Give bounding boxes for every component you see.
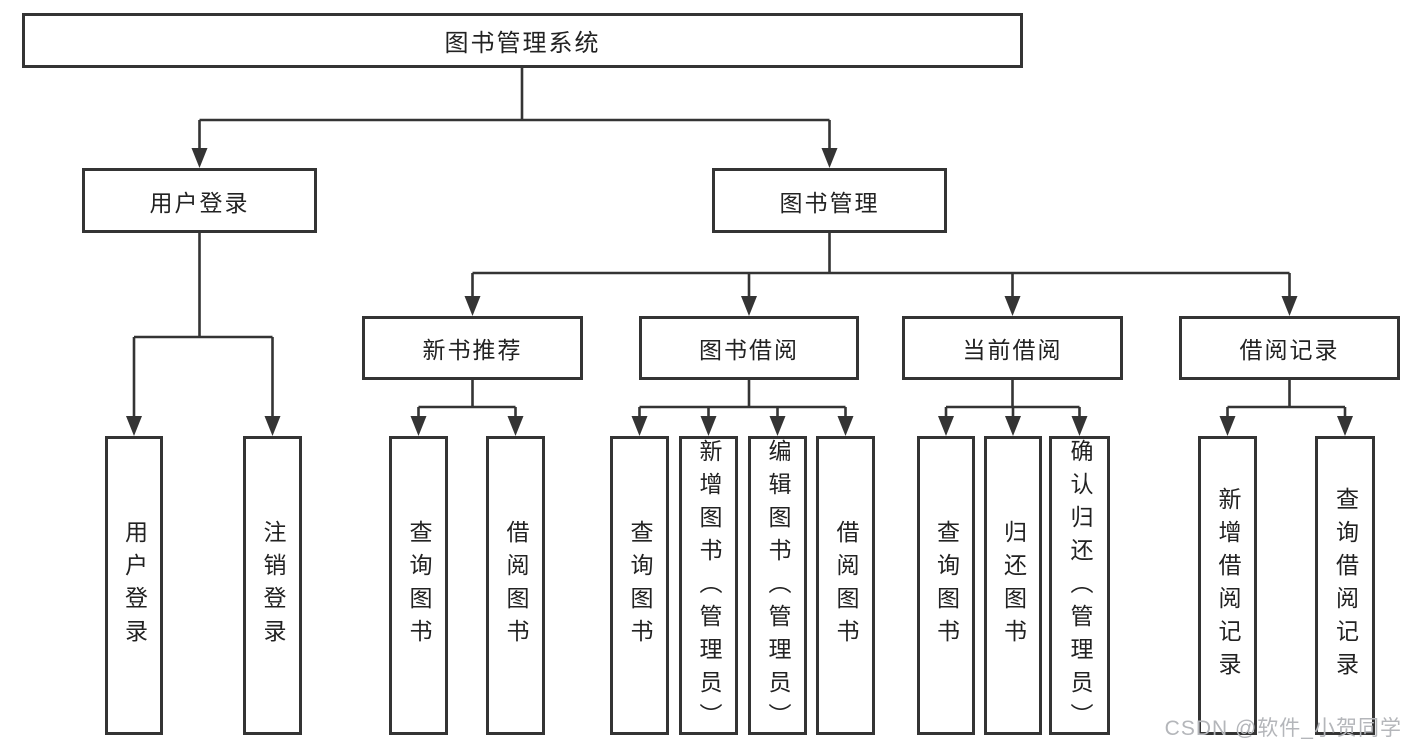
arrow-down-icon bbox=[410, 416, 427, 436]
node-label: 借阅记录 bbox=[1239, 337, 1340, 363]
node-label: 新书推荐 bbox=[422, 337, 523, 363]
node-book-borrow: 图书借阅 bbox=[639, 316, 859, 380]
node-label: 查询图书 bbox=[933, 519, 960, 652]
csdn-watermark: CSDN @软件_小贺同学 bbox=[1164, 717, 1402, 740]
node-label: 查询借阅记录 bbox=[1332, 486, 1359, 685]
node-new-book-recommend: 新书推荐 bbox=[362, 316, 583, 380]
arrow-down-icon bbox=[837, 416, 854, 436]
node-leaf-query-borrow-record: 查询借阅记录 bbox=[1315, 436, 1375, 735]
node-label: 用户登录 bbox=[121, 519, 148, 652]
node-current-borrow: 当前借阅 bbox=[902, 316, 1123, 380]
node-label: 新增图书（管理员） bbox=[696, 439, 722, 735]
arrow-down-icon bbox=[1337, 416, 1353, 436]
node-label: 图书管理系统 bbox=[444, 30, 601, 57]
node-leaf-confirm-return-admin: 确认归还（管理员） bbox=[1049, 436, 1110, 735]
node-leaf-borrow-books-1: 借阅图书 bbox=[486, 436, 545, 735]
connector-user-login-group bbox=[132, 233, 274, 418]
arrowheads bbox=[126, 148, 1353, 436]
arrow-down-icon bbox=[631, 416, 648, 436]
node-borrow-record: 借阅记录 bbox=[1179, 316, 1400, 380]
node-leaf-add-borrow-record: 新增借阅记录 bbox=[1198, 436, 1257, 735]
node-book-management: 图书管理 bbox=[712, 168, 947, 233]
node-label: 图书管理 bbox=[779, 189, 880, 216]
arrow-down-icon bbox=[769, 416, 786, 436]
arrow-down-icon bbox=[264, 416, 281, 436]
node-label: 当前借阅 bbox=[962, 337, 1063, 363]
arrow-down-icon bbox=[1219, 416, 1236, 436]
elbow-connectors bbox=[132, 68, 1347, 418]
node-label: 用户登录 bbox=[149, 189, 250, 216]
arrow-down-icon bbox=[1004, 296, 1021, 316]
arrow-down-icon bbox=[507, 416, 524, 436]
arrow-down-icon bbox=[191, 148, 208, 168]
arrow-down-icon bbox=[821, 148, 838, 168]
node-label: 查询图书 bbox=[627, 519, 653, 652]
node-label: 借阅图书 bbox=[833, 519, 859, 652]
connector-book-management-group bbox=[471, 233, 1291, 298]
node-label: 借阅图书 bbox=[503, 519, 529, 652]
node-library-management-system: 图书管理系统 bbox=[22, 13, 1023, 68]
node-leaf-return-books: 归还图书 bbox=[984, 436, 1042, 735]
node-leaf-query-books-1: 查询图书 bbox=[389, 436, 448, 735]
node-leaf-borrow-books-2: 借阅图书 bbox=[816, 436, 875, 735]
node-leaf-query-books-2: 查询图书 bbox=[610, 436, 669, 735]
arrow-down-icon bbox=[700, 416, 717, 436]
node-leaf-query-books-3: 查询图书 bbox=[917, 436, 975, 735]
arrow-down-icon bbox=[126, 416, 142, 436]
node-label: 图书借阅 bbox=[699, 337, 799, 363]
node-leaf-user-login: 用户登录 bbox=[105, 436, 163, 735]
node-label: 新增借阅记录 bbox=[1215, 486, 1241, 685]
node-leaf-add-books-admin: 新增图书（管理员） bbox=[679, 436, 738, 735]
connector-new-book-group bbox=[417, 380, 517, 418]
arrow-down-icon bbox=[1005, 416, 1021, 436]
arrow-down-icon bbox=[1071, 416, 1088, 436]
node-label: 归还图书 bbox=[1000, 519, 1027, 652]
node-label: 编辑图书（管理员） bbox=[765, 439, 791, 735]
node-leaf-edit-books-admin: 编辑图书（管理员） bbox=[748, 436, 807, 735]
node-label: 查询图书 bbox=[406, 519, 432, 652]
node-label: 确认归还（管理员） bbox=[1067, 439, 1093, 735]
connector-current-borrow-group bbox=[944, 380, 1081, 418]
arrow-down-icon bbox=[1281, 296, 1298, 316]
arrow-down-icon bbox=[741, 296, 757, 316]
connector-root bbox=[198, 68, 831, 150]
node-leaf-logout: 注销登录 bbox=[243, 436, 302, 735]
connector-book-borrow-group bbox=[638, 380, 847, 418]
node-user-login: 用户登录 bbox=[82, 168, 317, 233]
node-label: 注销登录 bbox=[260, 519, 286, 652]
arrow-down-icon bbox=[938, 416, 954, 436]
connector-borrow-record-group bbox=[1226, 380, 1347, 418]
arrow-down-icon bbox=[464, 296, 481, 316]
